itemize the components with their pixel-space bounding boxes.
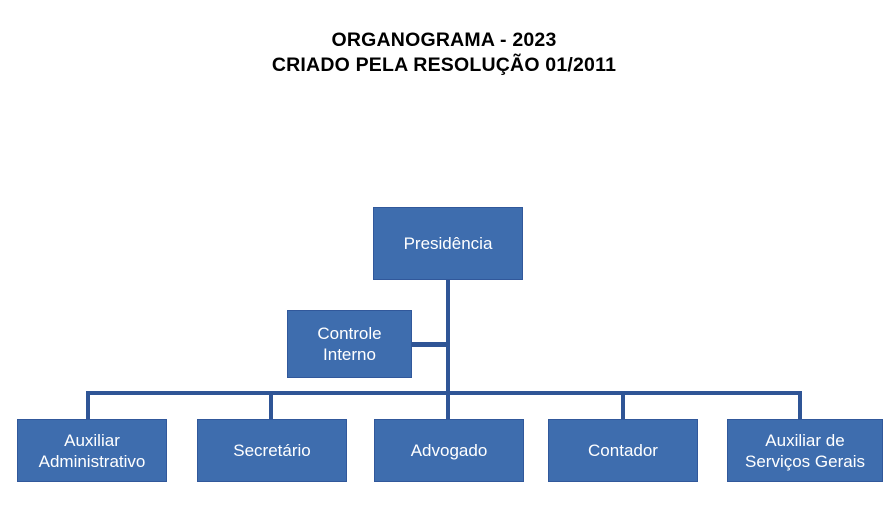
node-auxiliar-servicos-gerais[interactable]: Auxiliar de Serviços Gerais: [727, 419, 883, 482]
connector-drop-contador: [621, 391, 625, 419]
node-presidencia-label: Presidência: [403, 234, 493, 253]
connector-drop-secretario: [269, 391, 273, 419]
node-contador-label: Contador: [588, 441, 658, 460]
node-secretario-label: Secretário: [233, 441, 311, 460]
chart-title: ORGANOGRAMA - 2023 CRIADO PELA RESOLUÇÃO…: [0, 28, 888, 78]
connector-bus-horizontal: [86, 391, 802, 395]
node-contador[interactable]: Contador: [548, 419, 698, 482]
node-presidencia[interactable]: Presidência: [373, 207, 523, 280]
chart-title-line-2: CRIADO PELA RESOLUÇÃO 01/2011: [271, 54, 617, 76]
connector-drop-auxiliar-servicos-gerais: [798, 391, 802, 419]
node-advogado[interactable]: Advogado: [374, 419, 524, 482]
node-controle-interno[interactable]: Controle Interno: [287, 310, 412, 378]
node-auxiliar-administrativo-label: Auxiliar Administrativo: [38, 430, 146, 471]
node-auxiliar-administrativo[interactable]: Auxiliar Administrativo: [17, 419, 167, 482]
connector-drop-auxiliar-administrativo: [86, 391, 90, 419]
node-advogado-label: Advogado: [410, 441, 488, 460]
node-secretario[interactable]: Secretário: [197, 419, 347, 482]
chart-title-line-1: ORGANOGRAMA - 2023: [331, 29, 557, 51]
connector-trunk-vertical: [446, 280, 450, 419]
connector-controle-interno-stub: [412, 342, 448, 347]
node-controle-interno-label: Controle Interno: [317, 324, 382, 364]
node-auxiliar-servicos-gerais-label: Auxiliar de Serviços Gerais: [745, 430, 865, 471]
